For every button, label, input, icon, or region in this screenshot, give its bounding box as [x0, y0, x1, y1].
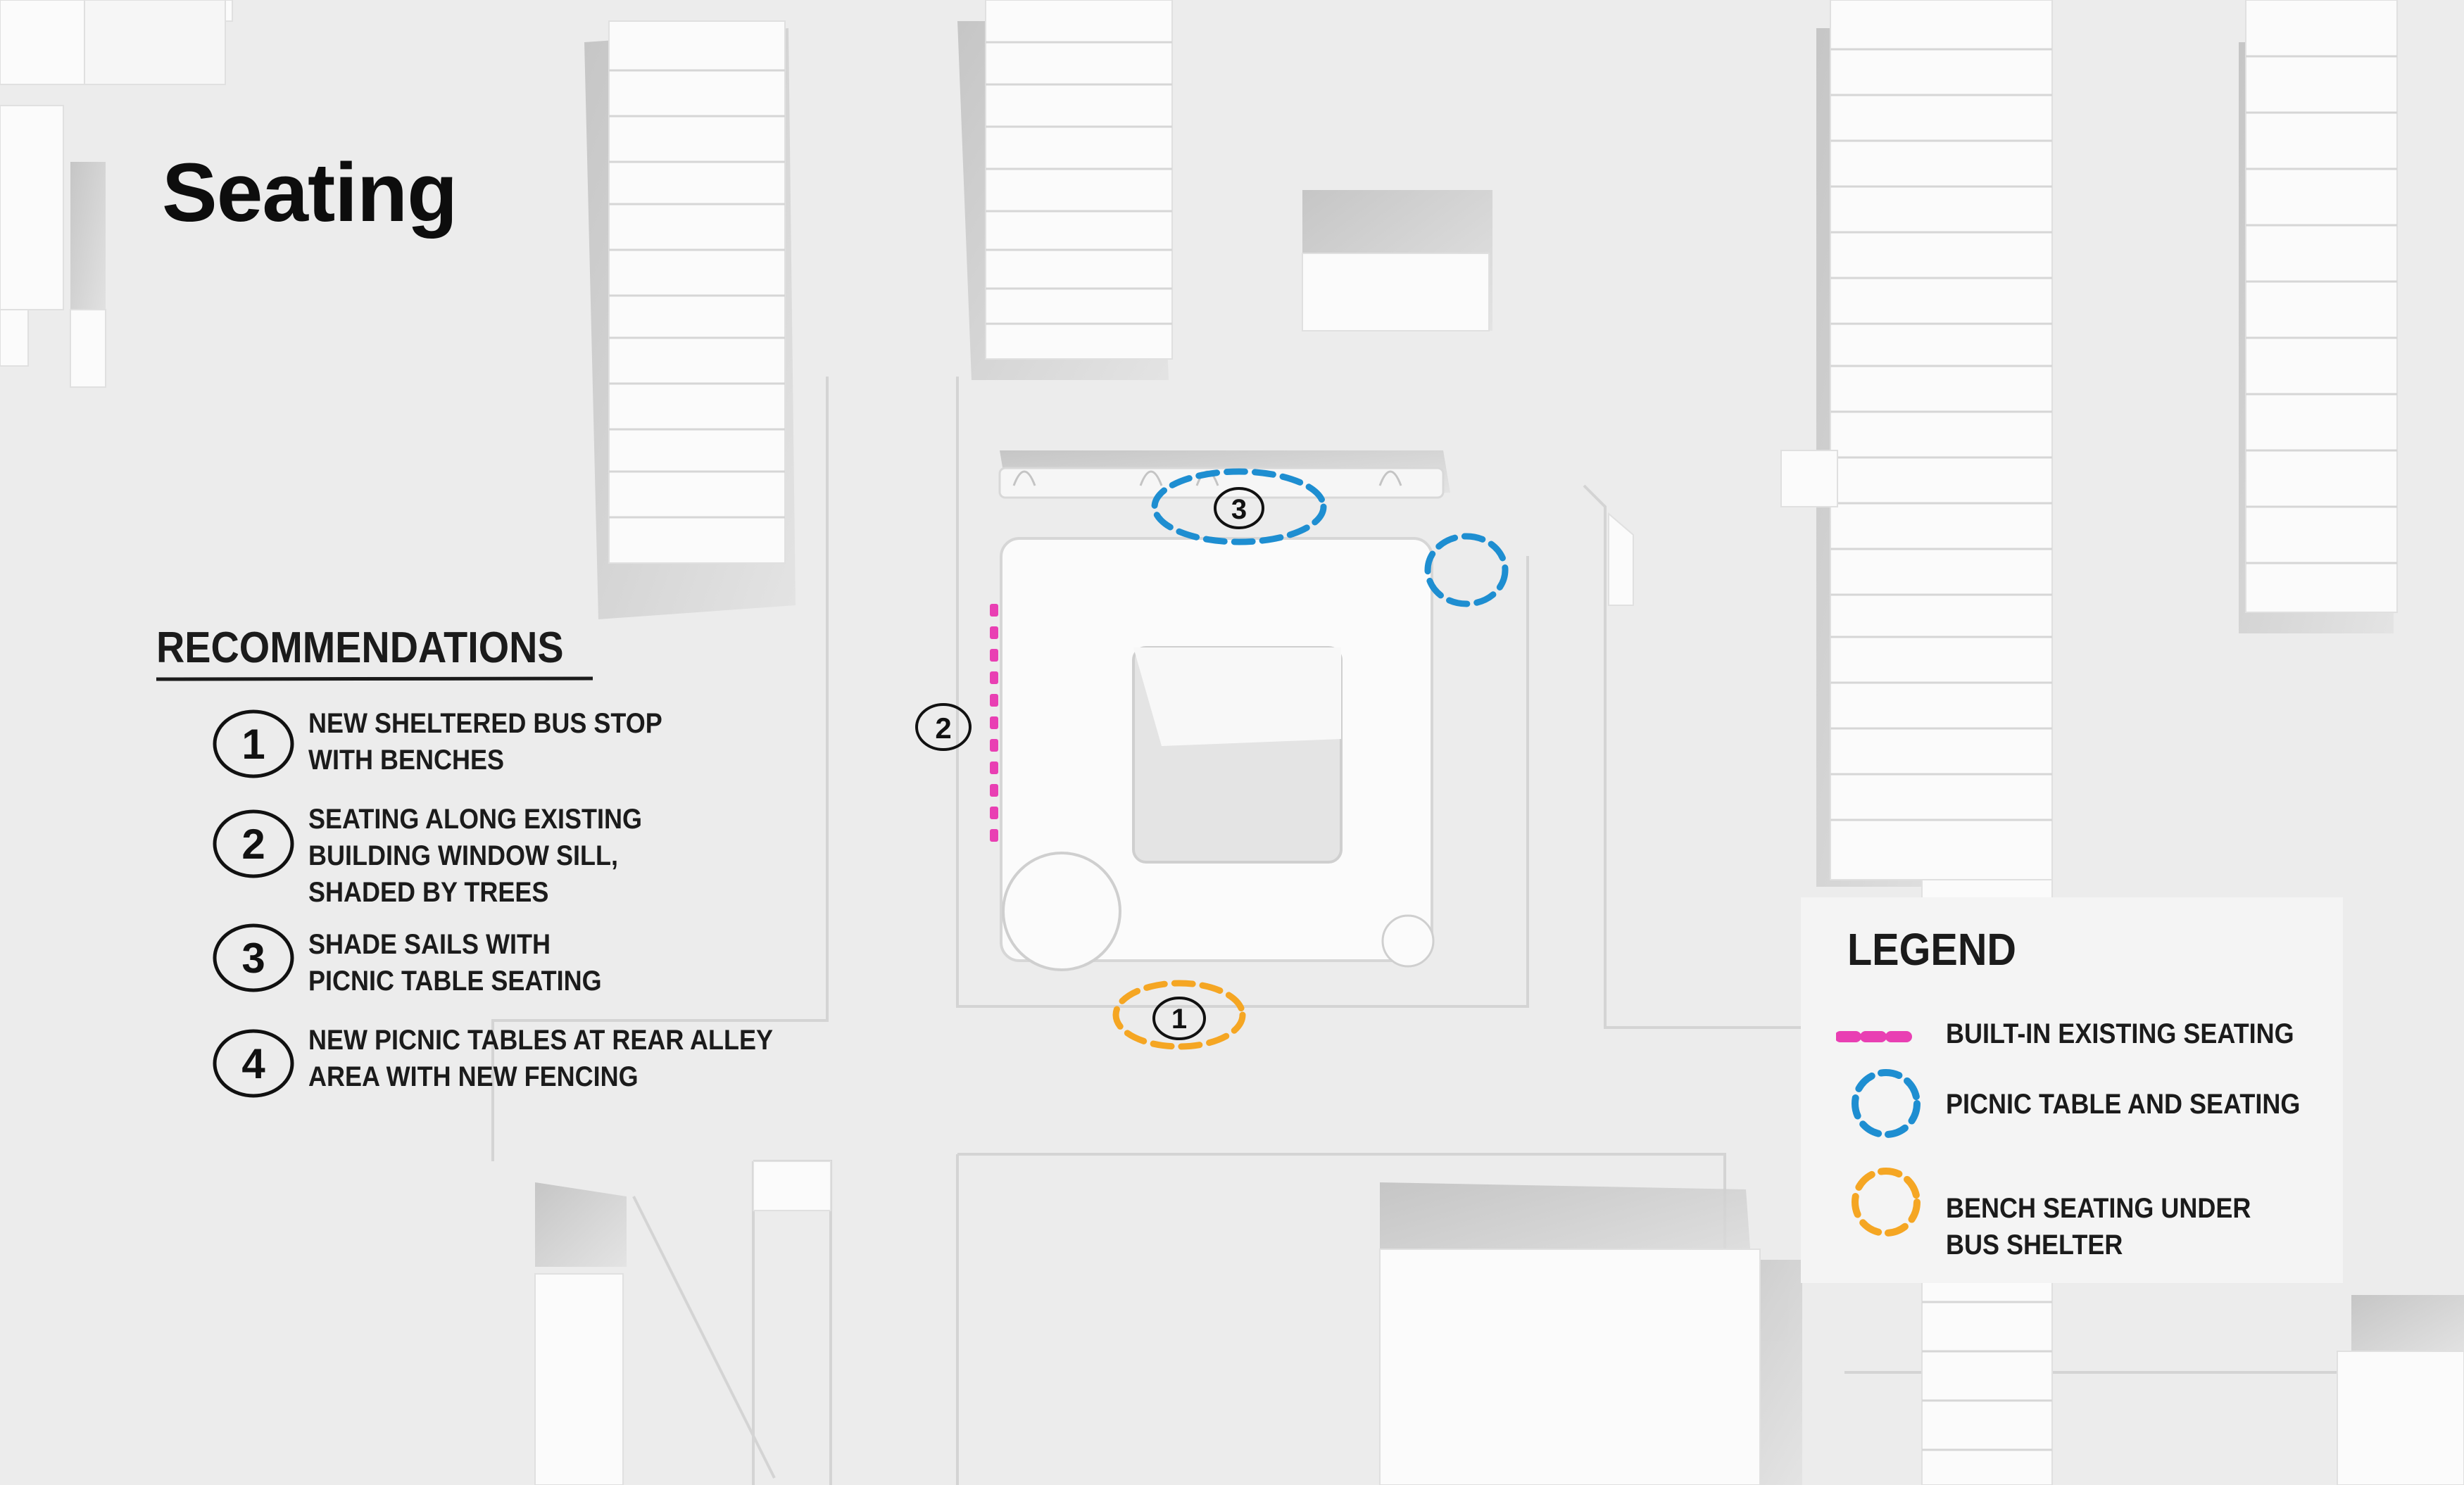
legend-panel: LEGEND BUILT-IN EXISTING SEATING PICNIC …: [1801, 897, 2343, 1283]
bus-shelter-bench: [1112, 980, 1246, 1050]
built-in-seating-swatch: [1836, 1031, 1921, 1042]
legend-title: LEGEND: [1847, 924, 2017, 975]
rec-4-text: NEW PICNIC TABLES AT REAR ALLEY AREA WIT…: [308, 1022, 773, 1095]
marker-1-label: 1: [1171, 1004, 1187, 1035]
rec-4-line-1: NEW PICNIC TABLES AT REAR ALLEY: [308, 1025, 773, 1056]
row-houses-left: [608, 20, 786, 564]
row-houses-far-right: [2245, 0, 2398, 613]
rec-3-line-1: SHADE SAILS WITH: [308, 929, 551, 960]
picnic-area-corner: [1424, 533, 1509, 607]
rec-3-number: 3: [241, 935, 265, 982]
rec-2-number-circle: 2: [213, 809, 294, 878]
bench-seating-swatch: [1852, 1168, 1921, 1237]
rec-4-line-2: AREA WITH NEW FENCING: [308, 1061, 639, 1092]
rec-2-line-3: SHADED BY TREES: [308, 877, 549, 908]
rec-2-line-1: SEATING ALONG EXISTING: [308, 804, 643, 835]
marker-2: 2: [915, 703, 972, 751]
legend-label-picnic: PICNIC TABLE AND SEATING: [1946, 1089, 2301, 1120]
marker-2-label: 2: [935, 712, 951, 745]
rec-3-line-2: PICNIC TABLE SEATING: [308, 966, 602, 997]
recommendations-heading: RECOMMENDATIONS: [156, 624, 564, 672]
picnic-table-swatch: [1852, 1069, 1921, 1138]
rec-2-text: SEATING ALONG EXISTING BUILDING WINDOW S…: [308, 801, 642, 911]
picnic-area-north: [1151, 468, 1327, 545]
main-building: [998, 467, 1445, 971]
legend-label-bench-line-2: BUS SHELTER: [1946, 1230, 2123, 1260]
rec-1-number: 1: [241, 721, 265, 768]
marker-3: 3: [1214, 487, 1264, 529]
legend-label-bench: BENCH SEATING UNDER BUS SHELTER: [1946, 1190, 2251, 1263]
legend-label-bench-line-1: BENCH SEATING UNDER: [1946, 1193, 2251, 1224]
rec-1-line-1: NEW SHELTERED BUS STOP: [308, 708, 662, 739]
rec-3-text: SHADE SAILS WITH PICNIC TABLE SEATING: [308, 926, 602, 999]
rec-4-number-circle: 4: [213, 1029, 294, 1098]
page-title: Seating: [162, 146, 458, 239]
marker-3-label: 3: [1231, 494, 1247, 525]
rec-1-text: NEW SHELTERED BUS STOP WITH BENCHES: [308, 705, 662, 778]
legend-label-built-in: BUILT-IN EXISTING SEATING: [1946, 1018, 2294, 1049]
built-in-seating-marks: [990, 604, 998, 842]
rec-2-number: 2: [241, 821, 265, 868]
rec-3-number-circle: 3: [213, 923, 294, 992]
rec-4-number: 4: [241, 1040, 265, 1087]
rec-1-line-2: WITH BENCHES: [308, 745, 505, 776]
rec-1-number-circle: 1: [213, 709, 294, 778]
marker-1: 1: [1152, 997, 1206, 1040]
heading-underline: [156, 676, 593, 681]
row-houses-center: [985, 0, 1173, 360]
rec-2-line-2: BUILDING WINDOW SILL,: [308, 840, 618, 871]
